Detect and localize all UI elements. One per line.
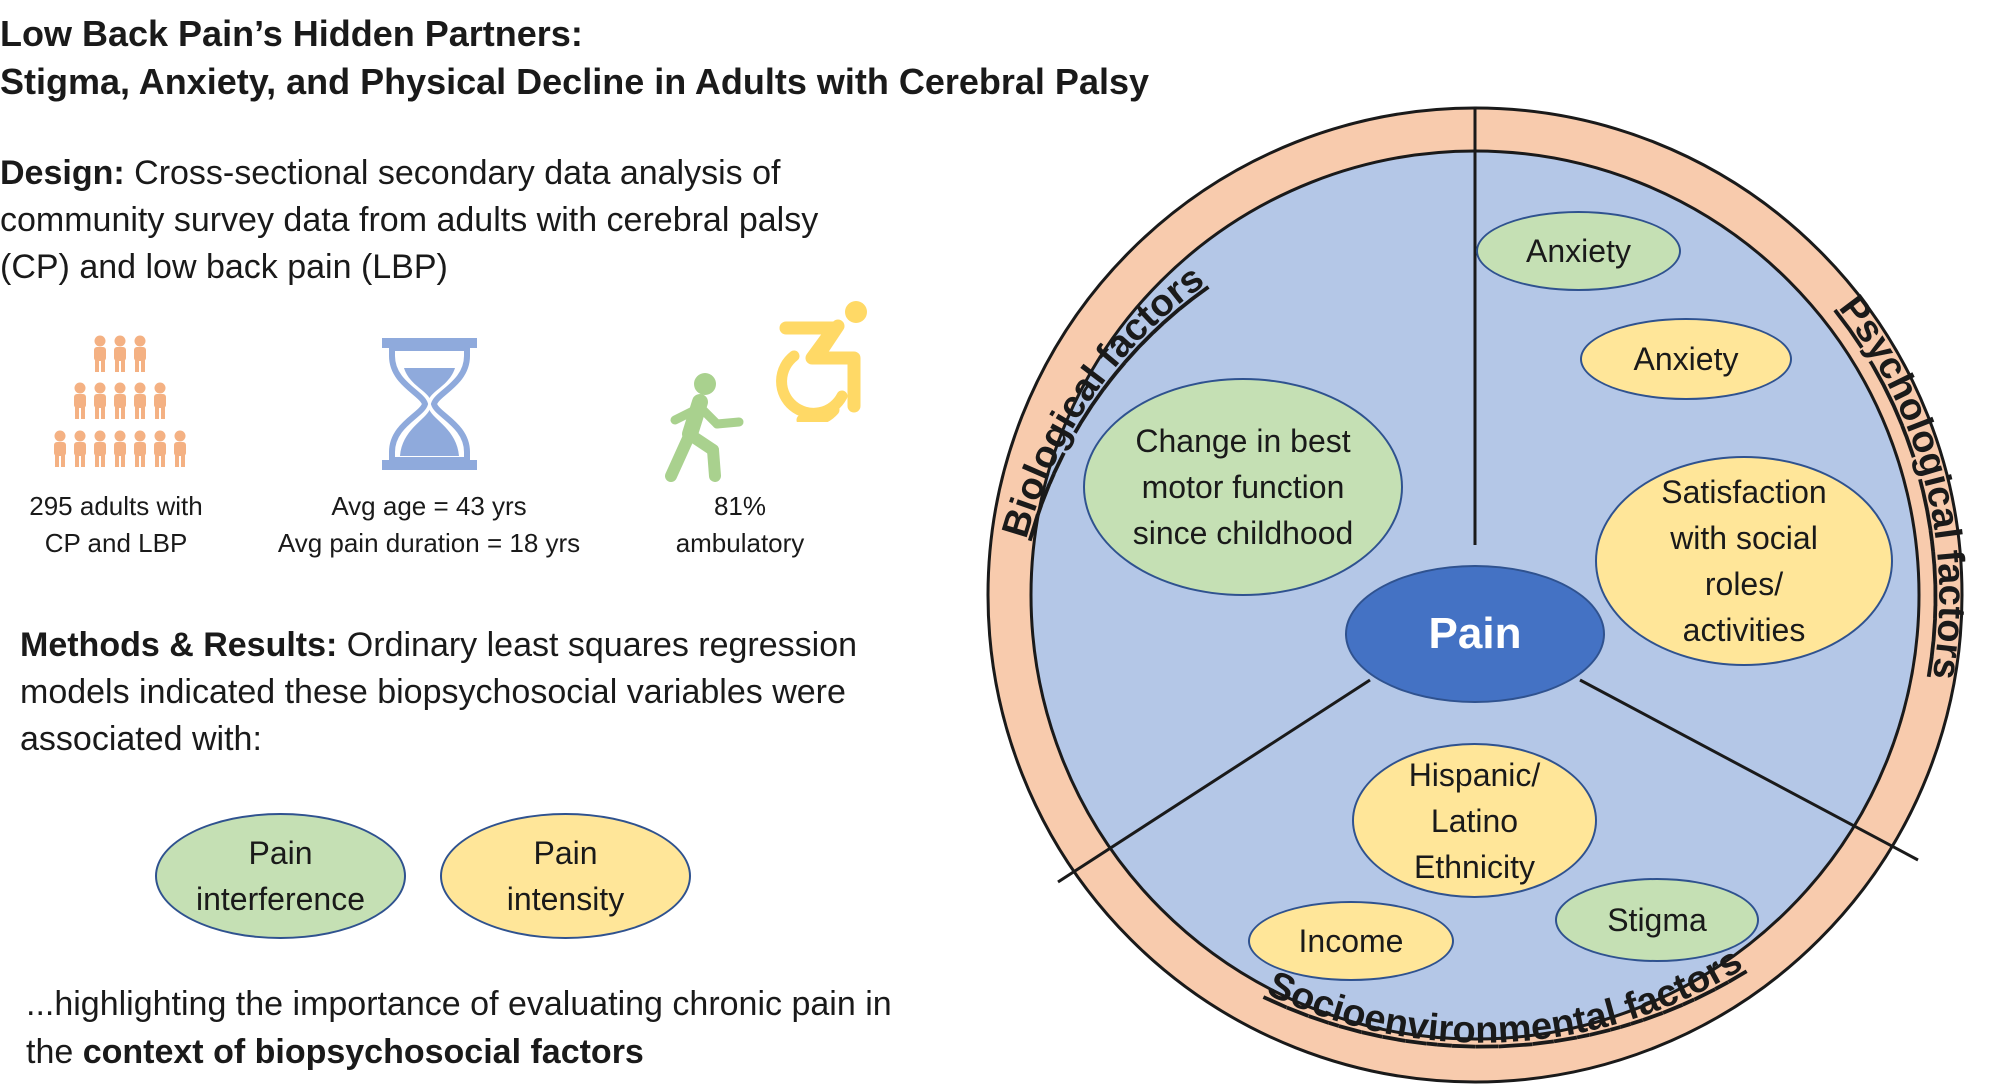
motor-function-oval: Change in best motor function since chil…	[1083, 378, 1403, 596]
motor-line-2: motor function	[1141, 469, 1345, 505]
pain-interference-oval: Pain interference	[155, 813, 406, 939]
wheelchair-icon	[776, 301, 867, 422]
title-line-1: Low Back Pain’s Hidden Partners:	[0, 13, 583, 54]
page-title: Low Back Pain’s Hidden Partners: Stigma,…	[0, 10, 1149, 106]
title-line-2: Stigma, Anxiety, and Physical Decline in…	[0, 61, 1150, 102]
satisfaction-line-3: roles/	[1704, 566, 1784, 602]
adults-stat-line-1: 295 adults with	[29, 491, 203, 521]
design-label: Design:	[0, 154, 125, 192]
ambulatory-stat-line-1: 81%	[713, 491, 767, 521]
age-stat-line-1: Avg age = 43 yrs	[331, 491, 527, 521]
pain-interference-line-1: Pain	[248, 835, 313, 871]
section-dividers	[1057, 108, 1919, 884]
hispanic-line-3: Ethnicity	[1414, 848, 1535, 885]
anxiety-green-label: Anxiety	[1526, 233, 1631, 269]
stigma-oval: Stigma	[1555, 878, 1759, 962]
pain-intensity-line-1: Pain	[533, 835, 598, 871]
pain-center-oval: Pain	[1345, 565, 1605, 703]
anxiety-oval-yellow: Anxiety	[1580, 318, 1792, 400]
design-text: Cross-sectional secondary data analysis …	[0, 154, 819, 286]
conclusion-paragraph: ...highlighting the importance of evalua…	[26, 980, 906, 1076]
age-stat: Avg age = 43 yrs Avg pain duration = 18 …	[246, 488, 612, 562]
walking-person-icon	[665, 373, 744, 482]
conclusion-text: ...highlighting the importance of evalua…	[26, 985, 892, 1071]
pain-center-label: Pain	[1428, 609, 1522, 658]
hourglass-icon	[382, 338, 477, 470]
methods-paragraph: Methods & Results: Ordinary least square…	[20, 622, 900, 763]
design-paragraph: Design: Cross-sectional secondary data a…	[0, 150, 890, 291]
stigma-label: Stigma	[1607, 902, 1707, 938]
pain-intensity-oval: Pain intensity	[440, 813, 691, 939]
ambulatory-stat-line-2: ambulatory	[675, 528, 805, 558]
pain-intensity-line-2: intensity	[506, 881, 625, 917]
satisfaction-oval: Satisfaction with social roles/ activiti…	[1595, 456, 1893, 666]
anxiety-oval-green: Anxiety	[1476, 211, 1681, 291]
income-label: Income	[1298, 923, 1404, 959]
satisfaction-line-4: activities	[1682, 612, 1806, 648]
adults-stat: 295 adults with CP and LBP	[0, 488, 232, 562]
adults-stat-line-2: CP and LBP	[44, 528, 188, 558]
pain-interference-line-2: interference	[196, 881, 365, 917]
conclusion-bold: context of biopsychosocial factors	[82, 1033, 644, 1071]
age-stat-line-2: Avg pain duration = 18 yrs	[277, 528, 581, 558]
satisfaction-line-1: Satisfaction	[1661, 474, 1827, 510]
satisfaction-line-2: with social	[1670, 520, 1818, 556]
people-group-icon	[54, 335, 186, 467]
motor-line-3: since childhood	[1132, 515, 1354, 551]
anxiety-yellow-label: Anxiety	[1633, 341, 1739, 377]
ambulatory-stat: 81% ambulatory	[630, 488, 850, 562]
motor-line-1: Change in best	[1135, 423, 1351, 459]
hispanic-line-2: Latino	[1430, 802, 1519, 839]
income-oval: Income	[1248, 901, 1454, 981]
hispanic-oval: Hispanic/ Latino Ethnicity	[1352, 743, 1597, 898]
methods-text: Ordinary least squares regression models…	[20, 626, 858, 758]
hispanic-line-1: Hispanic/	[1408, 756, 1541, 793]
methods-label: Methods & Results:	[20, 626, 338, 664]
